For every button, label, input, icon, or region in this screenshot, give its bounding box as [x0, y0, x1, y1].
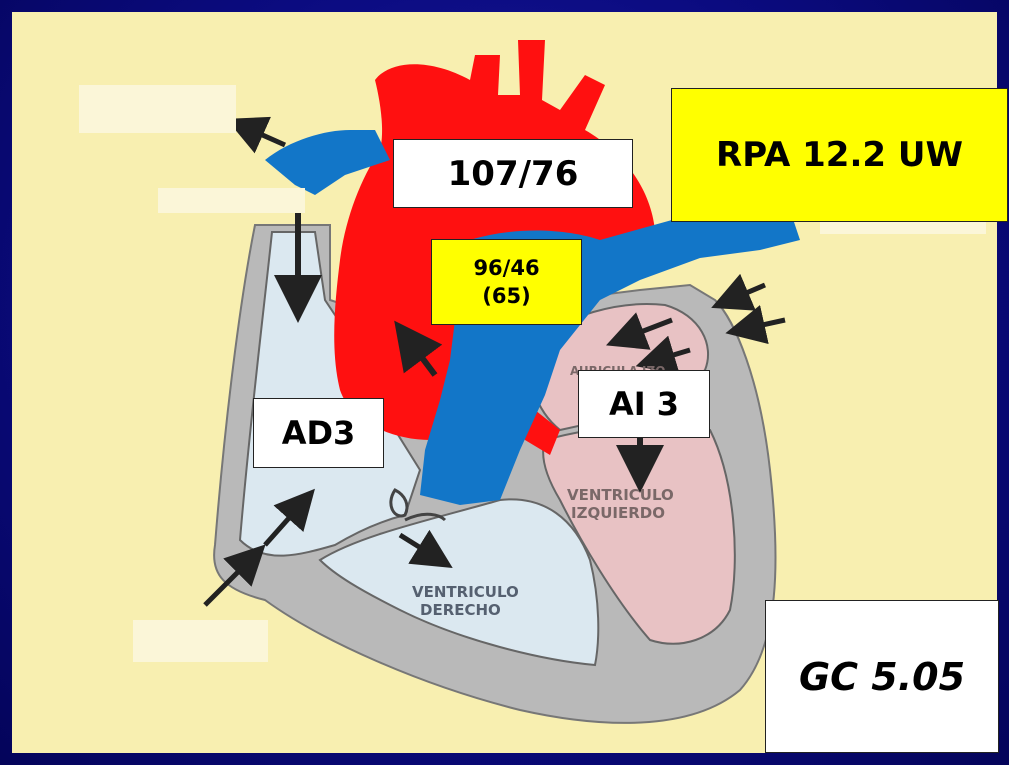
pulmonary-mean-pressure-value: (65)	[473, 282, 539, 310]
blank-label-right	[820, 220, 986, 234]
arrow-pulmonary-vein-3	[725, 285, 765, 302]
aortic-pressure-value: 107/76	[448, 154, 579, 194]
right-atrial-pressure-box: AD3	[253, 398, 384, 468]
left-ventricle-label-line2: IZQUIERDO	[571, 504, 665, 522]
cardiac-output-box: GC 5.05	[765, 600, 999, 753]
left-atrial-pressure-value: AI 3	[609, 385, 679, 423]
aortic-pressure-box: 107/76	[393, 139, 633, 208]
left-ventricle-label-line1: VENTRICULO	[567, 486, 674, 504]
cardiac-output-value: GC 5.05	[799, 655, 965, 699]
blank-label-top-left	[79, 85, 236, 133]
arrow-svc-out	[240, 125, 285, 145]
right-atrial-pressure-value: AD3	[282, 414, 356, 452]
pulmonary-pressure-value: 96/46	[473, 254, 539, 282]
pulmonary-resistance-box: RPA 12.2 UW	[671, 88, 1008, 222]
pulmonary-resistance-value: RPA 12.2 UW	[716, 135, 963, 175]
left-atrial-pressure-box: AI 3	[578, 370, 710, 438]
blank-label-svc	[158, 188, 305, 213]
arrow-pulmonary-vein-4	[740, 320, 785, 330]
right-ventricle-label-line2: DERECHO	[420, 601, 501, 619]
pulmonary-pressure-box: 96/46 (65)	[431, 239, 582, 325]
right-ventricle-label-line1: VENTRICULO	[412, 583, 519, 601]
blank-label-bottom-left	[133, 620, 268, 662]
